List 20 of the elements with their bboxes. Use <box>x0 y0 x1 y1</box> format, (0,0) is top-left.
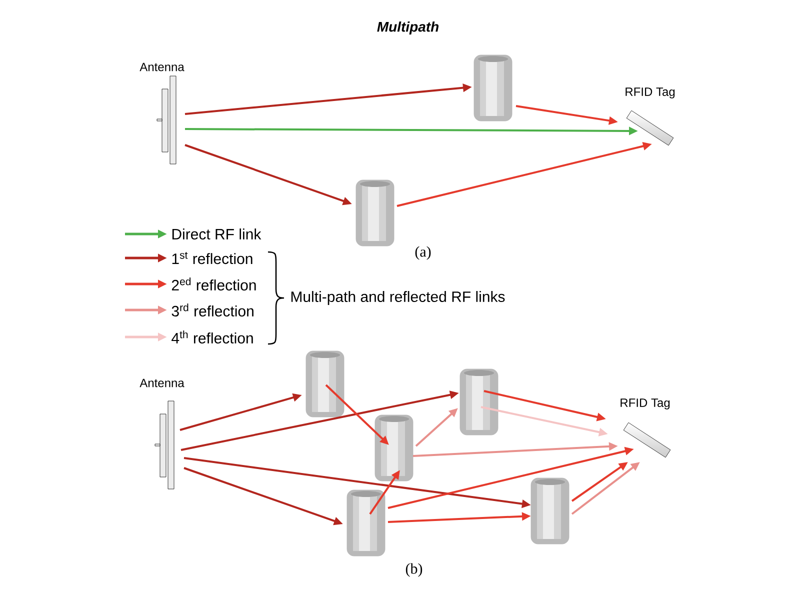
device-label: RFID Tag <box>626 88 675 98</box>
legend-text: 3$^{rd}$ reflection <box>172 304 254 316</box>
can-drawing <box>374 414 414 482</box>
can-drawing <box>474 54 512 122</box>
brace-label: Multi-path and reflected RF links <box>291 291 505 305</box>
can-drawing <box>530 478 570 544</box>
can-drawing <box>356 180 394 246</box>
legend-text: 1$^{st}$ reflection <box>172 252 252 264</box>
device-label: RFID Tag <box>620 398 670 410</box>
panel-label: (b) <box>406 563 422 577</box>
title: Multipath <box>377 21 439 35</box>
can-drawing <box>460 368 498 436</box>
legend-text: Direct RF link <box>172 228 262 240</box>
panel-label: (a) <box>415 246 431 260</box>
can-drawing <box>346 490 386 556</box>
device-label: Antenna <box>140 62 184 72</box>
legend-text: 2$^{ed}$ reflection <box>172 278 256 290</box>
legend-text: 4$^{th}$ reflection <box>172 330 253 344</box>
can-drawing <box>306 350 344 418</box>
device-label: Antenna <box>140 378 184 388</box>
